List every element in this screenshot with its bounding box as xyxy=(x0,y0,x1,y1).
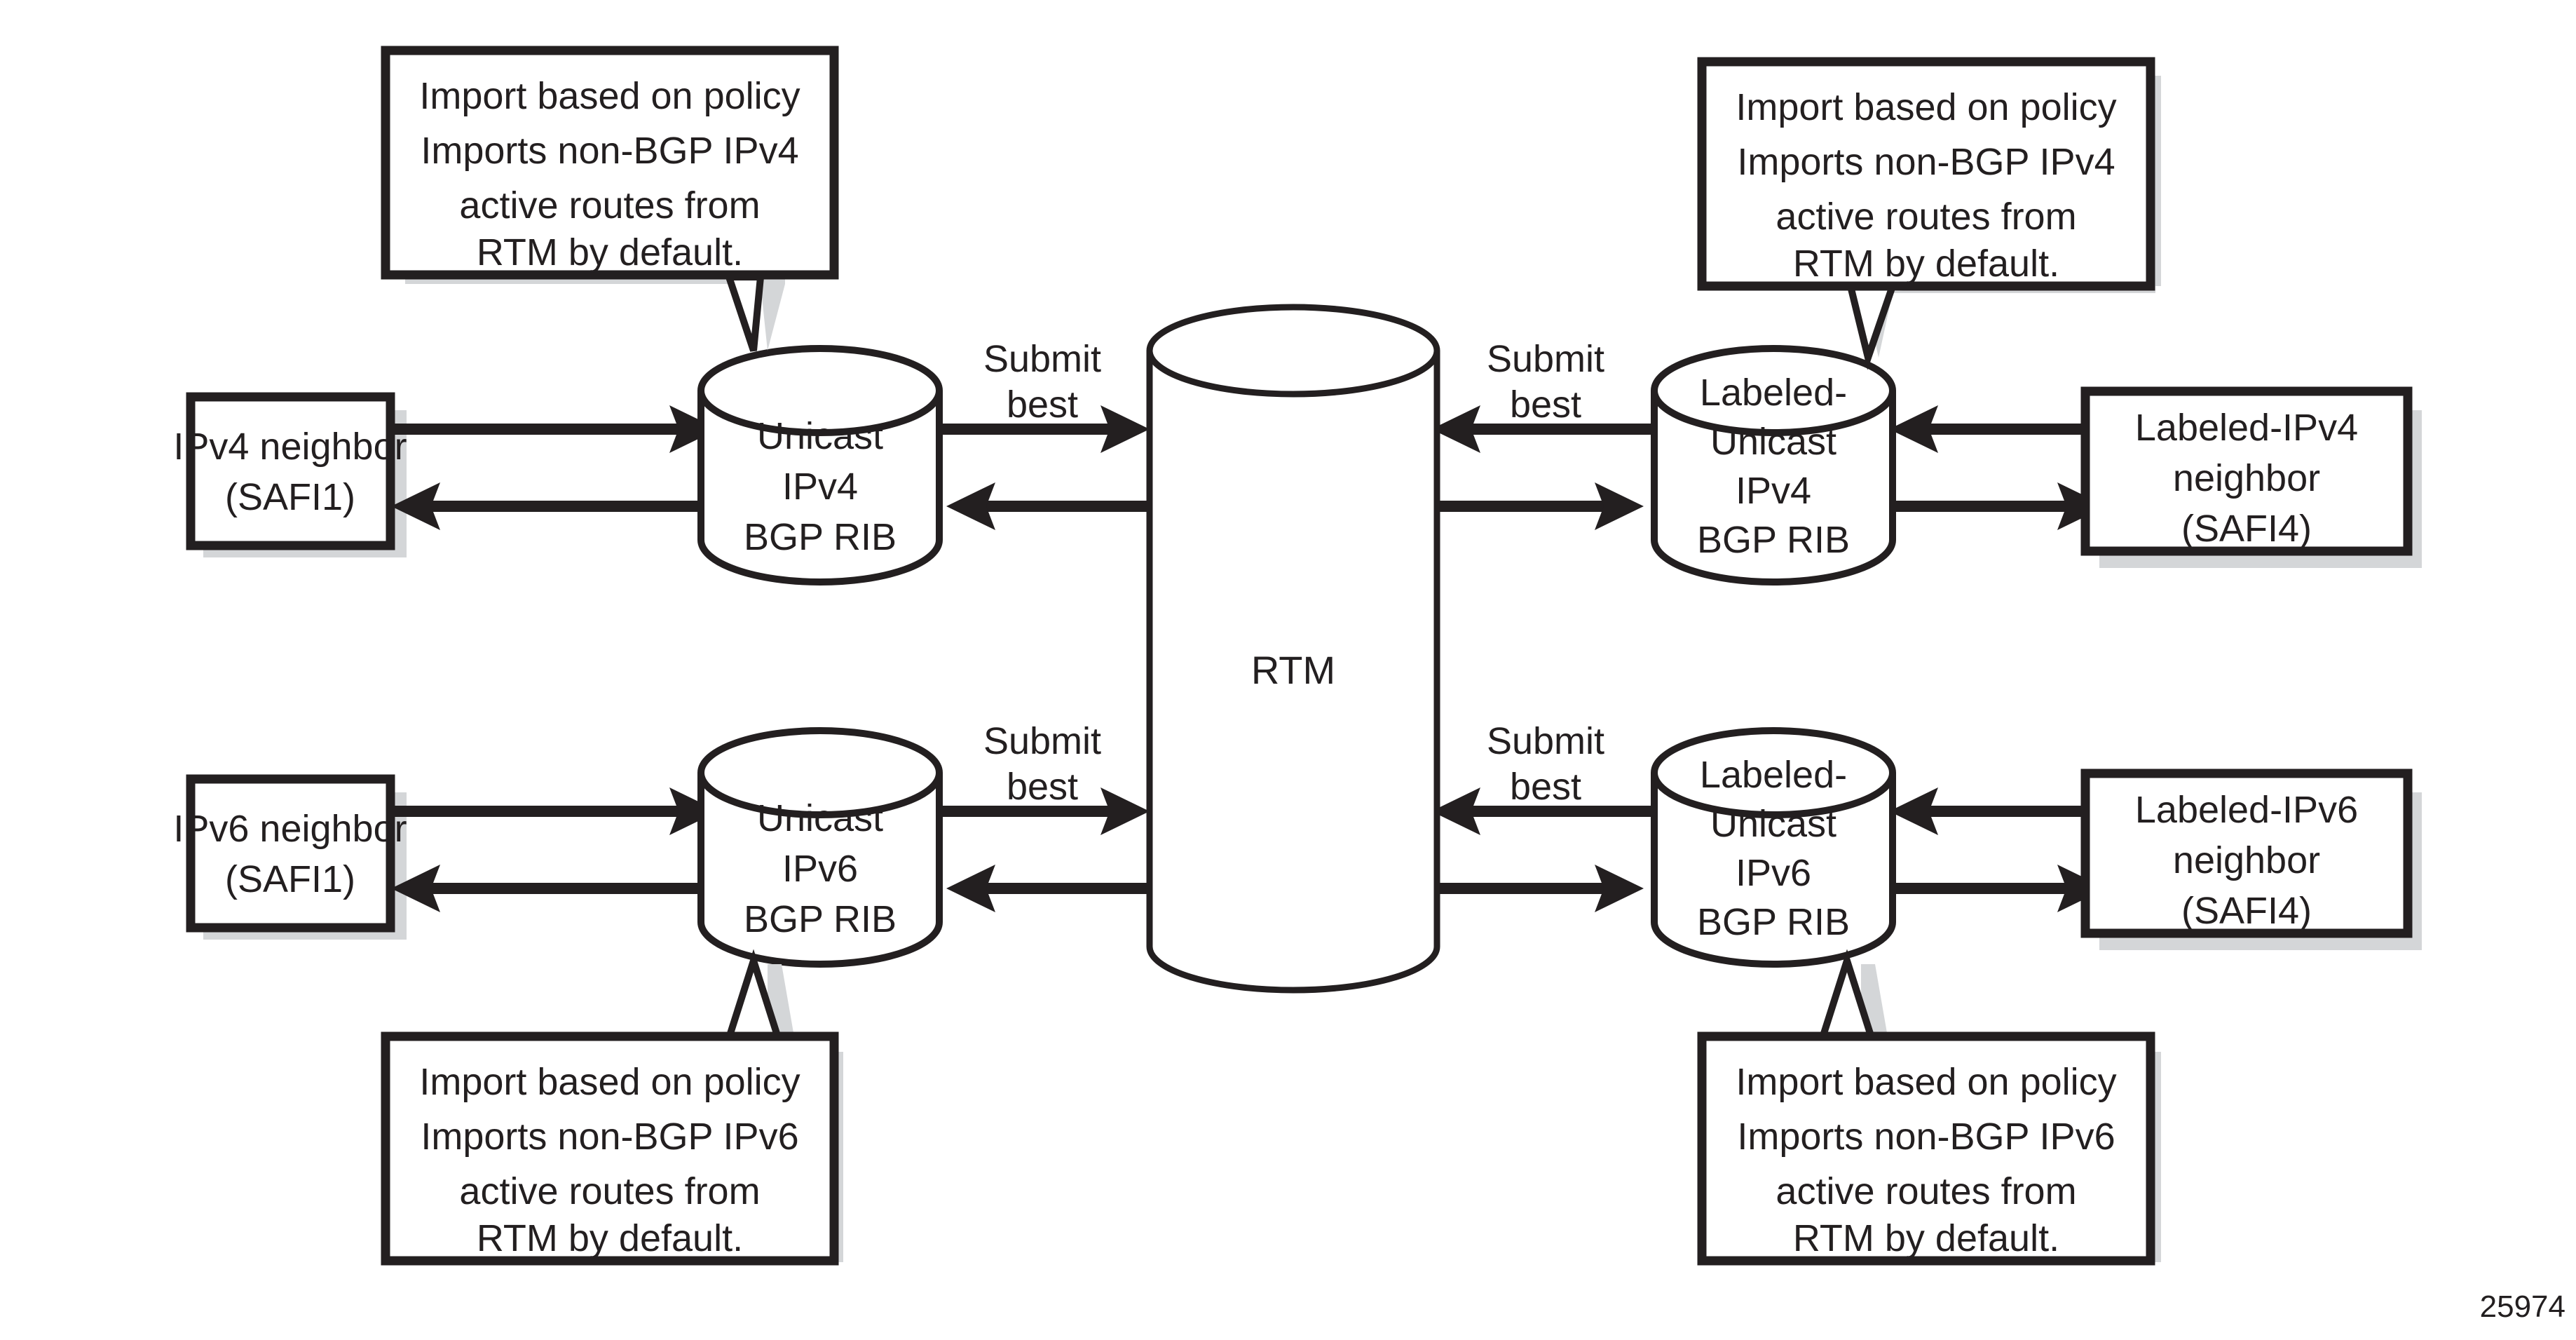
labeled-unicast-ipv4-rib-line-2: IPv4 xyxy=(1736,470,1811,512)
arrow-head-rib-to-ipv4nbr xyxy=(391,482,440,530)
submit-best-bl-line-1: best xyxy=(1007,766,1078,808)
callout-top-left-line-3: RTM by default. xyxy=(477,231,743,273)
callout-top-left-line-0: Import based on policy xyxy=(419,75,800,117)
flow-arrows xyxy=(388,405,2106,912)
arrow-head-rtm-to-lu4rib xyxy=(1595,482,1644,530)
unicast-ipv4-rib-line-2: BGP RIB xyxy=(744,516,897,558)
labeled-unicast-ipv6-rib-line-2: IPv6 xyxy=(1736,852,1811,894)
arrow-head-ipv4rib-to-rtm xyxy=(1100,405,1150,453)
unicast-ipv6-rib-line-0: Unicast xyxy=(757,797,883,839)
figure-number: 25974 xyxy=(2480,1290,2565,1324)
callout-top-right-line-1: Imports non-BGP IPv4 xyxy=(1737,141,2115,183)
labeled-unicast-ipv6-rib-line-0: Labeled- xyxy=(1700,754,1847,796)
callout-top-right-line-0: Import based on policy xyxy=(1736,86,2116,128)
arrow-head-ipv6rib-to-rtm xyxy=(1100,787,1150,835)
labeled-ipv6-neighbor-box: Labeled-IPv6 neighbor (SAFI4) xyxy=(2080,769,2413,938)
arrow-head-rtm-to-ipv6rib xyxy=(946,865,995,912)
labeled-ipv6-neighbor-line-0: Labeled-IPv6 xyxy=(2135,789,2358,831)
submit-best-tl-line-1: best xyxy=(1007,384,1078,426)
ipv6-neighbor-line-1: (SAFI1) xyxy=(225,858,355,900)
submit-best-tl-line-0: Submit xyxy=(983,338,1101,380)
unicast-ipv4-rib-line-0: Unicast xyxy=(757,415,883,457)
labeled-unicast-ipv4-rib-line-1: Unicast xyxy=(1710,421,1836,463)
arrow-head-lu6rib-to-rtm xyxy=(1431,787,1480,835)
callout-box-bottom-right xyxy=(1697,1031,2155,1266)
callout-bottom-right: Import based on policy Imports non-BGP I… xyxy=(1697,949,2155,1266)
labeled-unicast-ipv4-rib: Labeled- Unicast IPv4 BGP RIB xyxy=(1651,345,1896,586)
callout-bottom-left-line-0: Import based on policy xyxy=(419,1061,800,1103)
callout-top-right-line-3: RTM by default. xyxy=(1793,243,2059,285)
callout-top-left: Import based on policy Imports non-BGP I… xyxy=(381,46,839,352)
labeled-unicast-ipv6-rib-line-1: Unicast xyxy=(1710,803,1836,845)
submit-best-labels: Submit best Submit best Submit best Subm… xyxy=(983,338,1604,808)
labeled-ipv6-neighbor-line-1: neighbor xyxy=(2173,839,2320,881)
labeled-ipv4-neighbor-box: Labeled-IPv4 neighbor (SAFI4) xyxy=(2080,386,2413,556)
submit-best-br-line-0: Submit xyxy=(1487,720,1604,762)
labeled-ipv4-neighbor-line-2: (SAFI4) xyxy=(2181,508,2312,550)
callout-bottom-right-line-3: RTM by default. xyxy=(1793,1217,2059,1259)
callout-tail-top-left xyxy=(724,273,765,352)
callout-top-right: Import based on policy Imports non-BGP I… xyxy=(1697,57,2155,370)
labeled-unicast-ipv4-rib-line-3: BGP RIB xyxy=(1697,519,1850,561)
labeled-unicast-ipv6-rib-line-3: BGP RIB xyxy=(1697,901,1850,943)
submit-best-bl-line-0: Submit xyxy=(983,720,1101,762)
callout-bottom-right-line-0: Import based on policy xyxy=(1736,1061,2116,1103)
unicast-ipv6-rib: Unicast IPv6 BGP RIB xyxy=(697,727,943,968)
arrow-head-ipv6nbr-to-rib xyxy=(669,787,718,835)
arrow-head-rib-to-ipv6nbr xyxy=(391,865,440,912)
callout-top-right-line-2: active routes from xyxy=(1776,196,2076,238)
ipv4-neighbor-line-0: IPv4 neighbor xyxy=(173,426,407,468)
labeled-ipv4-neighbor-line-0: Labeled-IPv4 xyxy=(2135,407,2358,449)
callout-bottom-left-line-3: RTM by default. xyxy=(477,1217,743,1259)
callout-bottom-left: Import based on policy Imports non-BGP I… xyxy=(381,949,839,1266)
arrow-head-rtm-to-ipv4rib xyxy=(946,482,995,530)
submit-best-br-line-1: best xyxy=(1510,766,1581,808)
callout-bottom-left-line-2: active routes from xyxy=(459,1170,760,1212)
ipv4-neighbor-box: IPv4 neighbor (SAFI1) xyxy=(173,392,407,550)
callout-box-top-right xyxy=(1697,57,2155,291)
shadow-callout-tail-top-right xyxy=(1851,279,2155,358)
unicast-ipv4-rib-line-1: IPv4 xyxy=(782,466,858,508)
unicast-ipv6-rib-line-2: BGP RIB xyxy=(744,898,897,940)
submit-best-tr-line-1: best xyxy=(1510,384,1581,426)
arrow-head-l4nbr-to-rib xyxy=(1889,405,1938,453)
ipv6-neighbor-line-0: IPv6 neighbor xyxy=(173,808,407,850)
labeled-ipv4-neighbor-line-1: neighbor xyxy=(2173,457,2320,499)
labeled-unicast-ipv4-rib-line-0: Labeled- xyxy=(1700,372,1847,414)
callout-bottom-left-line-1: Imports non-BGP IPv6 xyxy=(421,1116,798,1158)
submit-best-tr-line-0: Submit xyxy=(1487,338,1604,380)
rtm-cylinder: RTM xyxy=(1146,304,1440,994)
ipv4-neighbor-line-1: (SAFI1) xyxy=(225,476,355,518)
callout-bottom-right-line-1: Imports non-BGP IPv6 xyxy=(1737,1116,2115,1158)
callout-bottom-right-line-2: active routes from xyxy=(1776,1170,2076,1212)
labeled-ipv6-neighbor-line-2: (SAFI4) xyxy=(2181,890,2312,932)
unicast-ipv4-rib: Unicast IPv4 BGP RIB xyxy=(697,345,943,586)
callout-box-top-left xyxy=(381,46,839,280)
arrow-head-lu4rib-to-rtm xyxy=(1431,405,1480,453)
ipv6-neighbor-box: IPv6 neighbor (SAFI1) xyxy=(173,774,407,933)
arrow-head-l6nbr-to-rib xyxy=(1889,787,1938,835)
rtm-label: RTM xyxy=(1251,648,1335,692)
arrow-head-rtm-to-lu6rib xyxy=(1595,865,1644,912)
callout-top-left-line-1: Imports non-BGP IPv4 xyxy=(421,130,798,172)
labeled-unicast-ipv6-rib: Labeled- Unicast IPv6 BGP RIB xyxy=(1651,727,1896,968)
callout-box-bottom-left xyxy=(381,1031,839,1266)
callout-top-left-line-2: active routes from xyxy=(459,184,760,226)
unicast-ipv6-rib-line-1: IPv6 xyxy=(782,848,858,890)
arrow-head-ipv4nbr-to-rib xyxy=(669,405,718,453)
